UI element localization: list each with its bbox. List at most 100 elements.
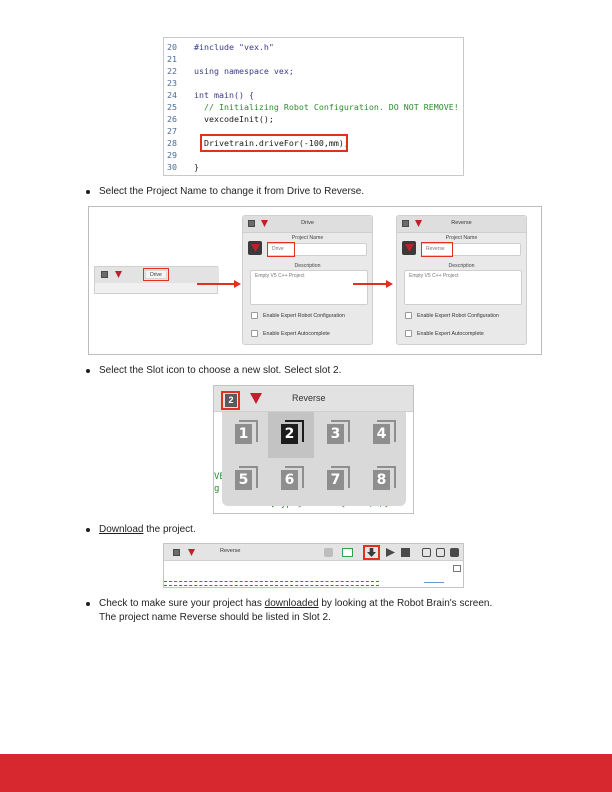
checkbox[interactable] bbox=[405, 330, 412, 337]
bullet-text-line2: The project name Reverse should be liste… bbox=[99, 612, 331, 623]
bullet-text: Check to make sure your project has down… bbox=[99, 597, 492, 610]
slot-button[interactable]: 2 bbox=[225, 394, 237, 407]
slot-option-7[interactable]: 7 bbox=[314, 458, 360, 504]
bullet-text-part: by looking at the Robot Brain's screen. bbox=[318, 598, 493, 609]
code-line-highlighted: 28 Drivetrain.driveFor(-100,mm); bbox=[167, 138, 349, 148]
slot-option-5[interactable]: 5 bbox=[222, 458, 268, 504]
description-textarea[interactable]: Empty V5 C++ Project bbox=[250, 270, 368, 305]
slot-icon[interactable] bbox=[101, 271, 108, 278]
project-name-label: Project Name bbox=[291, 235, 324, 241]
background-code: g bbox=[214, 484, 220, 494]
download-icon[interactable] bbox=[367, 548, 376, 557]
bullet-text: Download the project. bbox=[99, 523, 196, 536]
download-toolbar-screenshot: Reverse bbox=[163, 543, 464, 588]
slot-option-4[interactable]: 4 bbox=[360, 412, 406, 458]
slot-option-3[interactable]: 3 bbox=[314, 412, 360, 458]
panel-toggle-icon[interactable] bbox=[453, 565, 461, 572]
project-title: Reverse bbox=[292, 393, 326, 403]
slot-option-8[interactable]: 8 bbox=[360, 458, 406, 504]
vex-logo-icon bbox=[115, 271, 122, 278]
bullet-dot bbox=[86, 602, 90, 606]
expert-config-option[interactable]: Enable Expert Robot Configuration bbox=[405, 312, 499, 319]
play-icon[interactable] bbox=[386, 548, 395, 557]
code-divider bbox=[164, 585, 379, 586]
drive-command-highlight bbox=[200, 134, 348, 152]
code-line: 30} bbox=[167, 162, 199, 172]
code-line: 29 bbox=[167, 150, 177, 160]
stop-icon[interactable] bbox=[401, 548, 410, 557]
vex-logo-icon bbox=[248, 241, 262, 255]
dialog-title: Drive bbox=[301, 220, 314, 226]
checkbox[interactable] bbox=[251, 312, 258, 319]
project-name-highlight bbox=[421, 242, 453, 257]
devices-icon[interactable] bbox=[422, 548, 431, 557]
download-button-highlight bbox=[363, 545, 380, 560]
checkbox[interactable] bbox=[405, 312, 412, 319]
bullet-dot bbox=[86, 190, 90, 194]
dialog-title: Reverse bbox=[451, 220, 472, 226]
option-label: Enable Expert Autocomplete bbox=[263, 330, 330, 337]
option-label: Enable Expert Autocomplete bbox=[417, 330, 484, 337]
bullet-dot bbox=[86, 369, 90, 373]
bullet-item: Select the Project Name to change it fro… bbox=[86, 185, 526, 198]
arrow-line bbox=[197, 283, 235, 285]
expert-autocomplete-option[interactable]: Enable Expert Autocomplete bbox=[405, 330, 484, 337]
arrow-right-icon bbox=[234, 280, 241, 288]
project-name-chip[interactable]: Drive bbox=[145, 270, 167, 279]
vex-logo-icon bbox=[402, 241, 416, 255]
slot-icon[interactable] bbox=[402, 220, 409, 227]
slot-header: 2 Reverse bbox=[214, 386, 413, 412]
bullet-text: Select the Slot icon to choose a new slo… bbox=[99, 365, 342, 376]
code-divider bbox=[164, 581, 379, 582]
background-code: VE bbox=[214, 472, 225, 482]
slot-option-6[interactable]: 6 bbox=[268, 458, 314, 504]
bullet-text: Select the Project Name to change it fro… bbox=[99, 186, 365, 197]
description-textarea[interactable]: Empty V5 C++ Project bbox=[404, 270, 522, 305]
help-icon[interactable] bbox=[436, 548, 445, 557]
code-line: 27 bbox=[167, 126, 177, 136]
project-name-highlight bbox=[267, 242, 295, 257]
footer-bar bbox=[0, 754, 612, 792]
controller-icon[interactable] bbox=[324, 548, 333, 557]
option-label: Enable Expert Robot Configuration bbox=[263, 312, 345, 319]
project-name-highlight bbox=[143, 268, 169, 281]
toolbar: Reverse bbox=[164, 544, 463, 561]
code-line: 23 bbox=[167, 78, 177, 88]
slot-option-1[interactable]: 1 bbox=[222, 412, 268, 458]
bullet-item: Download the project. bbox=[86, 523, 526, 536]
slot-icon[interactable] bbox=[248, 220, 255, 227]
slot-icon[interactable] bbox=[173, 549, 180, 556]
expert-autocomplete-option[interactable]: Enable Expert Autocomplete bbox=[251, 330, 330, 337]
vex-logo-icon bbox=[250, 393, 262, 404]
project-title: Reverse bbox=[220, 548, 241, 554]
vex-logo-icon bbox=[415, 220, 422, 227]
code-line: 21 bbox=[167, 54, 177, 64]
project-name-input[interactable]: Reverse bbox=[421, 243, 521, 256]
project-dialog-after: Reverse Project Name Reverse Description… bbox=[396, 215, 527, 345]
toolbar-preview: Drive bbox=[94, 266, 219, 294]
brain-icon[interactable] bbox=[342, 548, 353, 557]
bullet-dot bbox=[86, 528, 90, 532]
vex-logo-icon bbox=[188, 549, 195, 556]
slot-picker-screenshot: 2 Reverse VE g [Type] [Port(s)] 1 2 3 4 … bbox=[213, 385, 414, 514]
code-line: 20#include "vex.h" bbox=[167, 42, 274, 52]
project-dialog-before: Drive Project Name Drive Description Emp… bbox=[242, 215, 373, 345]
chat-icon[interactable] bbox=[450, 548, 459, 557]
bullet-item: Select the Slot icon to choose a new slo… bbox=[86, 364, 526, 377]
download-link[interactable]: Download bbox=[99, 524, 144, 535]
downloaded-link[interactable]: downloaded bbox=[264, 598, 319, 609]
description-label: Description bbox=[294, 263, 321, 269]
dialog-header: Drive bbox=[243, 216, 372, 233]
project-name-label: Project Name bbox=[445, 235, 478, 241]
code-line: 26 vexcodeInit(); bbox=[167, 114, 274, 124]
dialog-header: Reverse bbox=[397, 216, 526, 233]
description-label: Description bbox=[448, 263, 475, 269]
expert-config-option[interactable]: Enable Expert Robot Configuration bbox=[251, 312, 345, 319]
slot-grid: 1 2 3 4 5 6 7 8 bbox=[222, 412, 406, 506]
vex-logo-icon bbox=[261, 220, 268, 227]
arrow-right-icon bbox=[386, 280, 393, 288]
checkbox[interactable] bbox=[251, 330, 258, 337]
slot-option-2[interactable]: 2 bbox=[268, 412, 314, 458]
